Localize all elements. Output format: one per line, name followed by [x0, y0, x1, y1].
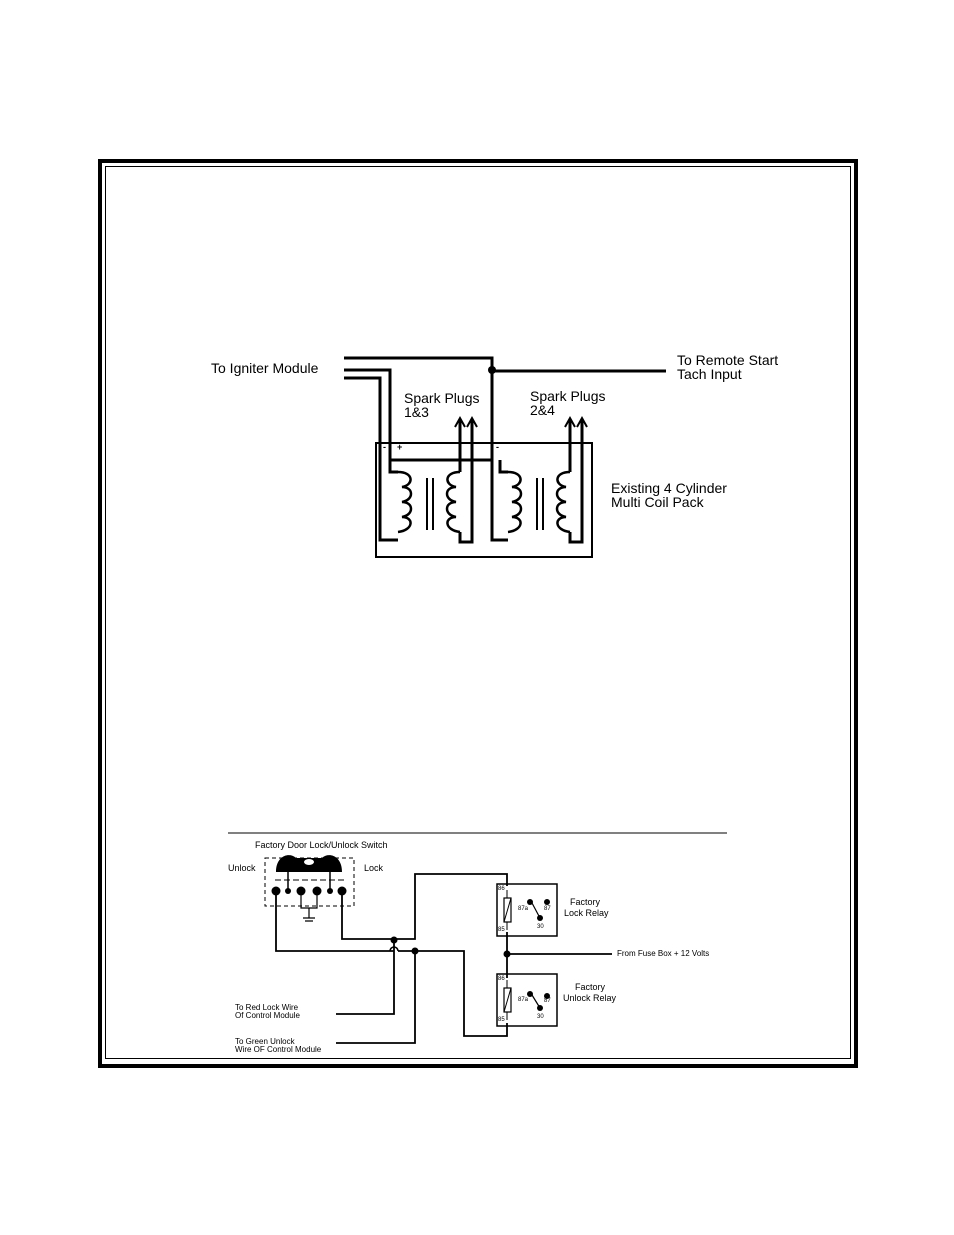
lock-relay-pin-85: 85 — [498, 927, 505, 933]
unlock-relay-contact — [531, 994, 541, 1009]
coil2-primary-lead — [490, 455, 508, 542]
lock-relay-pin-30: 30 — [537, 924, 544, 930]
igniter-wire-top — [344, 356, 494, 455]
lock-relay-pin-86: 86 — [498, 886, 505, 892]
lock-relay-87a — [527, 899, 533, 905]
coil1-primary-top — [388, 460, 398, 474]
switch-terminal-2 — [285, 888, 291, 894]
plugs-24-arrows — [564, 415, 588, 428]
lock-relay-label-line2: Lock Relay — [564, 908, 609, 918]
switch-terminal-5 — [327, 888, 333, 894]
inner-frame — [105, 166, 851, 1059]
plug3-lead — [458, 420, 474, 544]
plugs-24-label-line1: Spark Plugs — [530, 388, 606, 404]
outer-frame — [98, 159, 858, 1068]
plug4-lead — [568, 420, 584, 544]
unlock-relay-pin-30: 30 — [537, 1014, 544, 1020]
unlock-relay-pin-87a: 87a — [518, 997, 529, 1003]
switch-terminal-4 — [312, 886, 322, 896]
igniter-wire-middle — [344, 368, 392, 455]
tach-label-line1: To Remote Start — [677, 352, 779, 368]
unlock-relay-87 — [544, 993, 550, 999]
red-wire-label-line1: To Red Lock Wire — [235, 1003, 299, 1012]
wire-unlock-out — [275, 895, 394, 952]
green-wire-label-line2: Wire OF Control Module — [235, 1045, 322, 1054]
coil1-primary-lead — [378, 455, 398, 542]
lock-relay-contact — [531, 902, 541, 919]
door-lock-diagram — [228, 832, 727, 1044]
green-wire-label-line1: To Green Unlock — [235, 1037, 295, 1046]
unlock-relay-label-line2: Unlock Relay — [563, 993, 617, 1003]
unlock-label: Unlock — [228, 863, 256, 873]
wire-lock-relay-coil — [394, 873, 508, 940]
wire-green-unlock — [336, 951, 416, 1044]
tach-junction — [488, 366, 496, 374]
lock-label: Lock — [364, 863, 384, 873]
lock-relay-87 — [544, 899, 550, 905]
fuse-box-label: From Fuse Box + 12 Volts — [617, 949, 710, 958]
lock-relay-coil-diag — [503, 897, 512, 923]
switch-terminal-3 — [296, 886, 306, 896]
terminal-minus-mid: - — [496, 442, 499, 452]
plugs-13-arrows — [454, 415, 478, 428]
wire-unlock-relay-coil — [398, 950, 508, 1037]
coil2-primary-top — [498, 460, 508, 474]
coil2-secondary-winding — [555, 470, 571, 534]
plugs-24-label-line2: 2&4 — [530, 402, 555, 418]
wire-crossover-hop — [389, 946, 399, 952]
unlock-relay-pin-87: 87 — [544, 998, 551, 1004]
tach-label-line2: Tach Input — [677, 366, 742, 382]
switch-terminal-6 — [337, 886, 347, 896]
junction-lock — [390, 936, 398, 944]
coil1-secondary-winding — [445, 470, 461, 534]
wire-red-lock — [336, 939, 395, 1015]
coil1-primary-winding — [397, 470, 413, 534]
red-wire-label-line2: Of Control Module — [235, 1011, 300, 1020]
igniter-label: To Igniter Module — [211, 360, 319, 376]
pack-crossover — [388, 455, 492, 462]
unlock-relay-pin-86: 86 — [498, 976, 505, 982]
unlock-relay-87a — [527, 991, 533, 997]
unlock-relay-label-line1: Factory — [575, 982, 606, 992]
lock-relay-box — [496, 883, 558, 937]
junction-fuse — [503, 950, 511, 958]
plugs-13-label-line1: Spark Plugs — [404, 390, 480, 406]
terminal-plus-left: + — [397, 442, 403, 452]
coil-pack-box — [375, 442, 593, 558]
igniter-wire-bottom — [344, 376, 382, 455]
wire-lock-out — [341, 895, 394, 940]
lock-relay-pin-87a: 87a — [518, 906, 529, 912]
switch-title: Factory Door Lock/Unlock Switch — [255, 840, 388, 850]
unlock-relay-pin-85: 85 — [498, 1017, 505, 1023]
ground-icon — [300, 895, 318, 922]
coil-pack-label-line2: Multi Coil Pack — [611, 494, 704, 510]
coil-pack-label-line1: Existing 4 Cylinder — [611, 480, 727, 496]
junction-unlock — [411, 947, 419, 955]
switch-rocker-pivot — [304, 859, 314, 865]
coil-pack-diagram — [344, 356, 666, 558]
lock-relay-pin-87: 87 — [544, 906, 551, 912]
unlock-relay-box — [496, 973, 558, 1027]
coil2-primary-winding — [507, 470, 523, 534]
terminal-minus-left: - — [383, 442, 386, 452]
lock-relay-label-line1: Factory — [570, 897, 601, 907]
plugs-13-label-line2: 1&3 — [404, 404, 429, 420]
switch-terminal-1 — [271, 886, 281, 896]
unlock-relay-coil-diag — [503, 987, 512, 1013]
